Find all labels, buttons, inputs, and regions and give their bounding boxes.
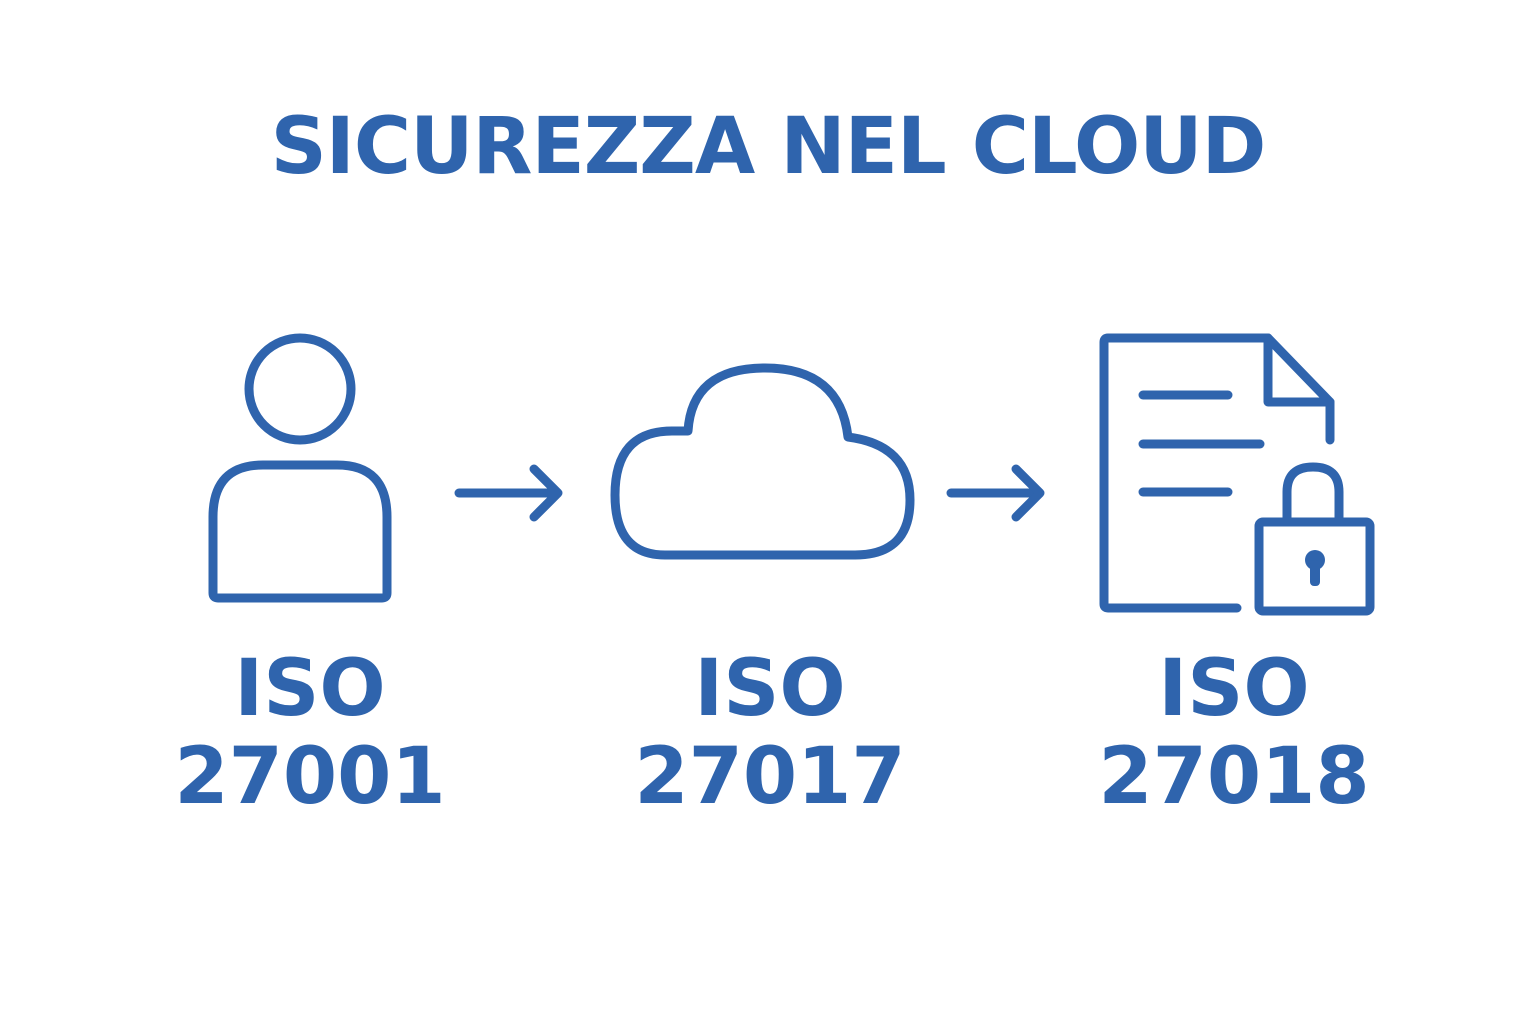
arrow-right-icon: [946, 464, 1045, 522]
keyhole-icon: [1305, 550, 1325, 586]
diagram-title: SICUREZZA NEL CLOUD: [270, 102, 1267, 192]
standard-label-iso-27001: ISO 27001: [140, 645, 480, 821]
label-line-2: 27017: [634, 732, 906, 822]
cloud-icon: [610, 363, 915, 560]
standard-label-iso-27018: ISO 27018: [1064, 645, 1404, 821]
label-line-1: ISO: [234, 644, 386, 734]
locked-document-icon: [1099, 333, 1375, 616]
label-line-2: 27018: [1098, 732, 1370, 822]
label-line-2: 27001: [174, 732, 446, 822]
label-line-1: ISO: [1158, 644, 1310, 734]
label-line-1: ISO: [694, 644, 846, 734]
standard-label-iso-27017: ISO 27017: [600, 645, 940, 821]
user-icon: [208, 333, 392, 603]
arrow-right-icon: [454, 464, 563, 522]
